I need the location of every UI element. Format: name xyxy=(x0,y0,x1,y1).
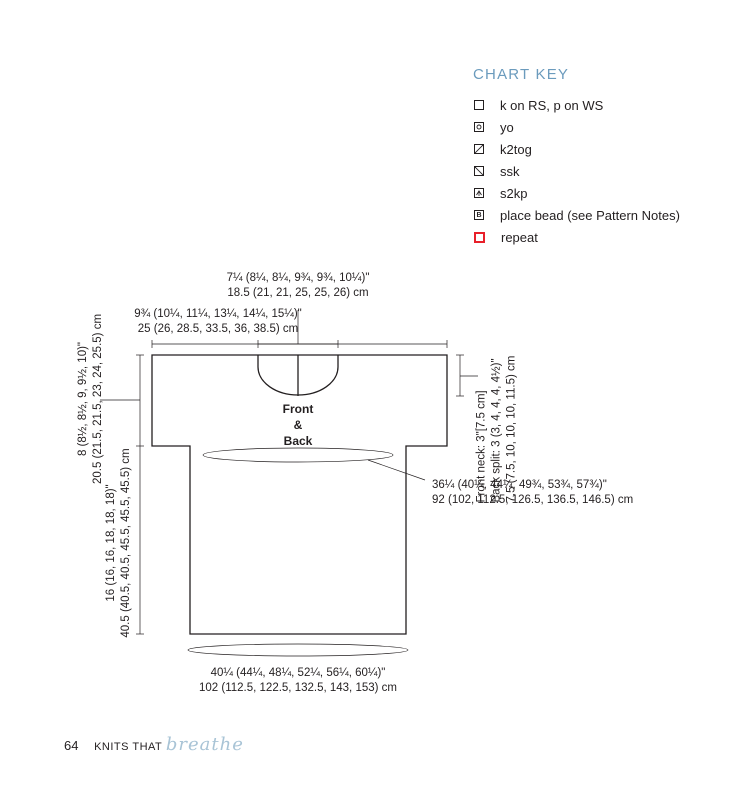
hem-ellipse xyxy=(187,643,409,657)
chest-ellipse xyxy=(202,447,394,463)
circle-square-icon xyxy=(474,122,484,132)
body-length-label: 16 (16, 16, 18, 18, 18)" 40.5 (40.5, 40.… xyxy=(104,423,134,663)
key-label: ssk xyxy=(500,163,520,179)
key-item-repeat: repeat xyxy=(474,226,680,248)
sleeve-depth-label: 8 (8½, 8½, 9, 9½, 10)" 20.5 (21.5, 21.5,… xyxy=(76,279,106,519)
book-title: KNITS THAT xyxy=(94,741,163,753)
hem-label: 40¼ (44¼, 48¼, 52¼, 56¼, 60¼)" 102 (112.… xyxy=(178,666,418,696)
key-item-ssk: ssk xyxy=(474,160,680,182)
neck-depth-label: Front neck: 3"[7.5 cm] Back split: 3 (3,… xyxy=(475,263,520,503)
chest-label: 36¼ (40¼, 44¼, 49¾, 53¾, 57¾)" 92 (102, … xyxy=(432,478,633,508)
key-item-bead: B place bead (see Pattern Notes) xyxy=(474,204,680,226)
shoulder-width-cm: 25 (26, 28.5, 33.5, 36, 38.5) cm xyxy=(137,323,299,335)
caret-square-icon xyxy=(474,188,484,198)
key-label: place bead (see Pattern Notes) xyxy=(500,207,680,223)
book-title-script: breathe xyxy=(165,734,244,755)
key-label: repeat xyxy=(501,229,538,245)
red-square-icon xyxy=(474,231,485,243)
key-label: s2kp xyxy=(500,185,528,201)
chart-key-list: k on RS, p on WS yo k2tog ssk s2kp B pla… xyxy=(474,94,680,248)
back-split-depth-cm: 7.5 (7.5, 10, 10, 10, 11.5) cm xyxy=(505,355,518,503)
page-footer: 64 KNITS THAT breathe xyxy=(64,734,244,755)
key-item-yo: yo xyxy=(474,116,680,138)
neck-width-in: 7¼ (8¼, 8¼, 9¾, 9¾, 10¼)" xyxy=(226,272,370,284)
key-item-knit: k on RS, p on WS xyxy=(474,94,680,116)
shoulder-width-in: 9¾ (10¼, 11¼, 13¼, 14¼, 15¼)" xyxy=(134,308,302,320)
front-neck-depth: Front neck: 3"[7.5 cm] xyxy=(475,390,488,503)
shoulder-width-label: 9¾ (10¼, 11¼, 13¼, 14¼, 15¼)" 25 (26, 28… xyxy=(118,307,318,337)
garment-outline xyxy=(151,354,448,635)
page-number: 64 xyxy=(64,738,79,753)
back-split-depth-in: Back split: 3 (3, 4, 4, 4, 4½)" xyxy=(490,358,503,503)
key-label: k2tog xyxy=(500,141,532,157)
bead-square-icon: B xyxy=(474,210,484,220)
key-label: yo xyxy=(500,119,514,135)
sleeve-depth-in: 8 (8½, 8½, 9, 9½, 10)" xyxy=(77,341,89,457)
chest-cm: 92 (102, 112.5, 126.5, 136.5, 146.5) cm xyxy=(432,494,634,506)
key-item-s2kp: s2kp xyxy=(474,182,680,204)
slash-left-square-icon xyxy=(474,166,484,176)
chart-key-title: CHART KEY xyxy=(473,66,570,83)
neck-width-label: 7¼ (8¼, 8¼, 9¾, 9¾, 10¼)" 18.5 (21, 21, … xyxy=(198,271,398,301)
hem-in: 40¼ (44¼, 48¼, 52¼, 56¼, 60¼)" xyxy=(210,667,386,679)
body-length-in: 16 (16, 16, 18, 18, 18)" xyxy=(105,484,117,602)
body-length-cm: 40.5 (40.5, 40.5, 45.5, 45.5, 45.5) cm xyxy=(120,448,132,638)
chest-in: 36¼ (40¼, 44¼, 49¾, 53¾, 57¾)" xyxy=(432,479,607,491)
empty-square-icon xyxy=(474,100,484,110)
neck-width-cm: 18.5 (21, 21, 25, 25, 26) cm xyxy=(227,287,369,299)
hem-cm: 102 (112.5, 122.5, 132.5, 143, 153) cm xyxy=(199,682,397,694)
key-label: k on RS, p on WS xyxy=(500,97,604,113)
key-item-k2tog: k2tog xyxy=(474,138,680,160)
slash-right-square-icon xyxy=(474,144,484,154)
front-back-label: Front & Back xyxy=(282,402,314,448)
